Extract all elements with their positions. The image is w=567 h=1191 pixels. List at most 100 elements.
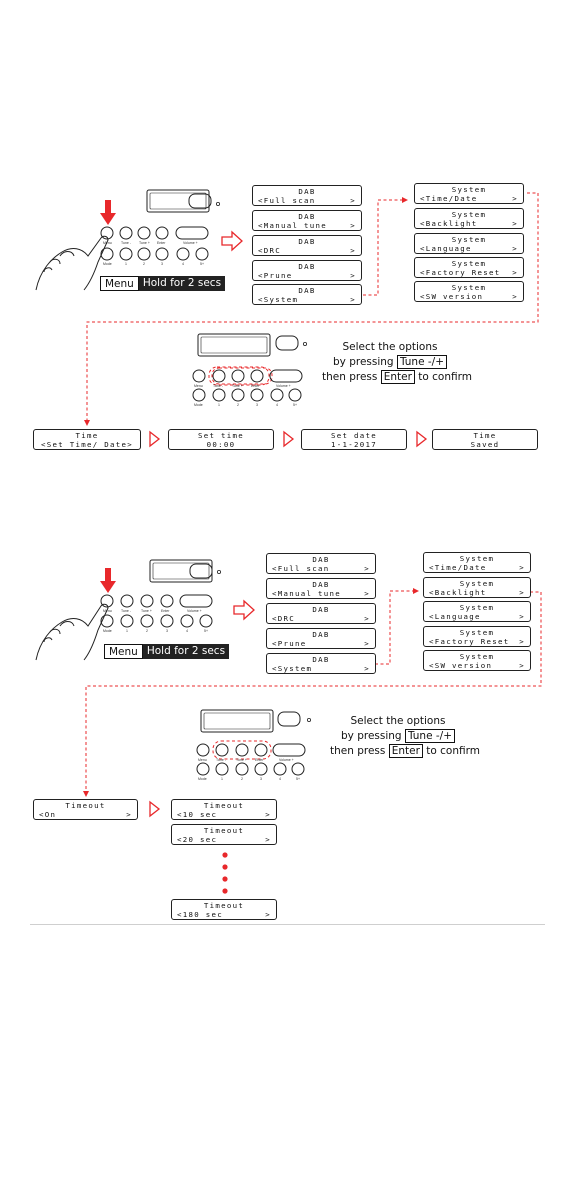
chevron-right-icon: >	[364, 589, 370, 598]
menu-key-label: Menu	[100, 276, 139, 291]
hold-label: Hold for 2 secs	[142, 644, 230, 659]
dab-menu-screen-2: DAB <Manual tune >	[252, 210, 362, 231]
system-menu-screen-3: System <Language>	[414, 233, 524, 254]
dab-menu-screen-b5: DAB <System>	[266, 653, 376, 674]
caption-line-3-text: then press	[322, 371, 378, 383]
svg-text:Volume +: Volume +	[187, 609, 202, 613]
screen-item: <Prune	[258, 271, 293, 280]
timeout-screen-1: Timeout <10 sec>	[171, 799, 277, 820]
screen-item: <DRC	[272, 614, 295, 623]
time-step-screen-1: Time <Set Time/ Date>	[33, 429, 141, 450]
svg-text:4: 4	[276, 403, 278, 407]
chevron-right-icon: >	[519, 563, 525, 572]
screen-title: System	[451, 283, 487, 292]
connectors-1	[84, 192, 539, 426]
connectors-2	[83, 588, 542, 797]
chevron-right-icon: >	[519, 588, 525, 597]
chevron-right-icon: >	[519, 661, 525, 670]
tune-key-label: Tune -/+	[404, 729, 455, 743]
time-step-screen-4: Time Saved	[432, 429, 538, 450]
screen-title: DAB	[312, 605, 330, 614]
screen-title: DAB	[298, 237, 316, 246]
instruction-caption-1: Select the options by pressing Tune -/+ …	[322, 340, 472, 385]
tune-key-label: Tune -/+	[396, 355, 447, 369]
step-arrows-1	[149, 430, 428, 448]
instruction-caption-2: Select the options by pressing Tune -/+ …	[330, 714, 480, 759]
screen-item: <Backlight	[420, 219, 478, 228]
screen-item: <Language	[420, 244, 472, 253]
bottom-button-row	[100, 247, 209, 261]
hand-icon-2	[35, 603, 109, 661]
top-button-row	[100, 226, 209, 240]
dab-menu-screen-b4: DAB <Prune>	[266, 628, 376, 649]
screen-item: <Time/Date	[429, 563, 487, 572]
svg-text:Tune +: Tune +	[141, 609, 152, 613]
press-arrow-icon-2	[100, 568, 116, 593]
caption-line-2-text: by pressing	[340, 730, 402, 742]
chevron-right-icon: >	[350, 246, 356, 255]
screen-title: System	[451, 259, 487, 268]
svg-text:Tune -: Tune -	[121, 609, 132, 613]
chevron-right-icon: >	[512, 268, 518, 277]
svg-text:5+: 5+	[200, 262, 204, 266]
screen-title: DAB	[298, 212, 316, 221]
time-step-screen-3: Set date 1-1-2017	[301, 429, 407, 450]
chevron-right-icon: >	[512, 244, 518, 253]
time-step-screen-2: Set time 00:00	[168, 429, 274, 450]
hold-label: Hold for 2 secs	[138, 276, 226, 291]
screen-item: <Language	[429, 612, 481, 621]
next-arrow-icon-2	[233, 599, 255, 621]
screen-title: DAB	[312, 655, 330, 664]
screen-item: 1-1-2017	[331, 440, 377, 449]
screen-item: <10 sec	[177, 810, 218, 819]
chevron-right-icon: >	[512, 292, 518, 301]
screen-item: <SW version	[429, 661, 493, 670]
screen-title: DAB	[312, 630, 330, 639]
svg-text:Volume +: Volume +	[183, 241, 198, 245]
hand-icon	[35, 235, 109, 291]
screen-item: <System	[272, 664, 313, 673]
ellipsis-dots	[222, 852, 228, 894]
svg-text:Enter: Enter	[157, 241, 166, 245]
step-arrow-timeout	[149, 800, 161, 818]
dab-menu-screen-1: DAB <Full scan>	[252, 185, 362, 206]
svg-text:Mode: Mode	[194, 403, 203, 407]
screen-title: Set date	[331, 431, 377, 440]
radio-device-1	[100, 189, 220, 261]
chevron-right-icon: >	[519, 637, 525, 646]
screen-item: <180 sec	[177, 910, 223, 919]
dash-enclosure-2	[208, 366, 270, 386]
svg-text:Volume +: Volume +	[276, 384, 291, 388]
svg-text:4: 4	[279, 777, 281, 781]
next-arrow-icon	[221, 230, 243, 252]
screen-item: <Factory Reset	[420, 268, 501, 277]
caption-line-3-text: then press	[330, 745, 386, 757]
svg-text:Tune -: Tune -	[216, 758, 227, 762]
screen-item: <Time/Date	[420, 194, 478, 203]
screen-item: <System	[258, 295, 299, 304]
svg-text:2: 2	[237, 403, 239, 407]
svg-text:2: 2	[146, 629, 148, 633]
enter-key-label: Enter	[388, 744, 423, 758]
svg-text:Mode: Mode	[198, 777, 207, 781]
chevron-right-icon: >	[350, 295, 356, 304]
hold-instruction: Menu Hold for 2 secs	[100, 276, 226, 291]
system-menu-screen-1: System <Time/Date>	[414, 183, 524, 204]
dab-menu-screen-b2: DAB <Manual tune>	[266, 578, 376, 599]
chevron-right-icon: >	[519, 612, 525, 621]
dab-menu-screen-5: DAB <System >	[252, 284, 362, 305]
screen-title: Timeout	[203, 826, 245, 835]
screen-title: DAB	[298, 286, 316, 295]
svg-text:Menu: Menu	[103, 609, 112, 613]
svg-text:3: 3	[260, 777, 262, 781]
screen-title: DAB	[312, 580, 330, 589]
system-menu-screen-b1: System <Time/Date>	[423, 552, 531, 573]
chevron-right-icon: >	[350, 221, 356, 230]
screen-item: <Manual tune	[258, 221, 327, 230]
svg-text:4: 4	[186, 629, 188, 633]
screen-title: Set time	[198, 431, 244, 440]
screen-item: <Set Time/ Date>	[41, 440, 133, 449]
